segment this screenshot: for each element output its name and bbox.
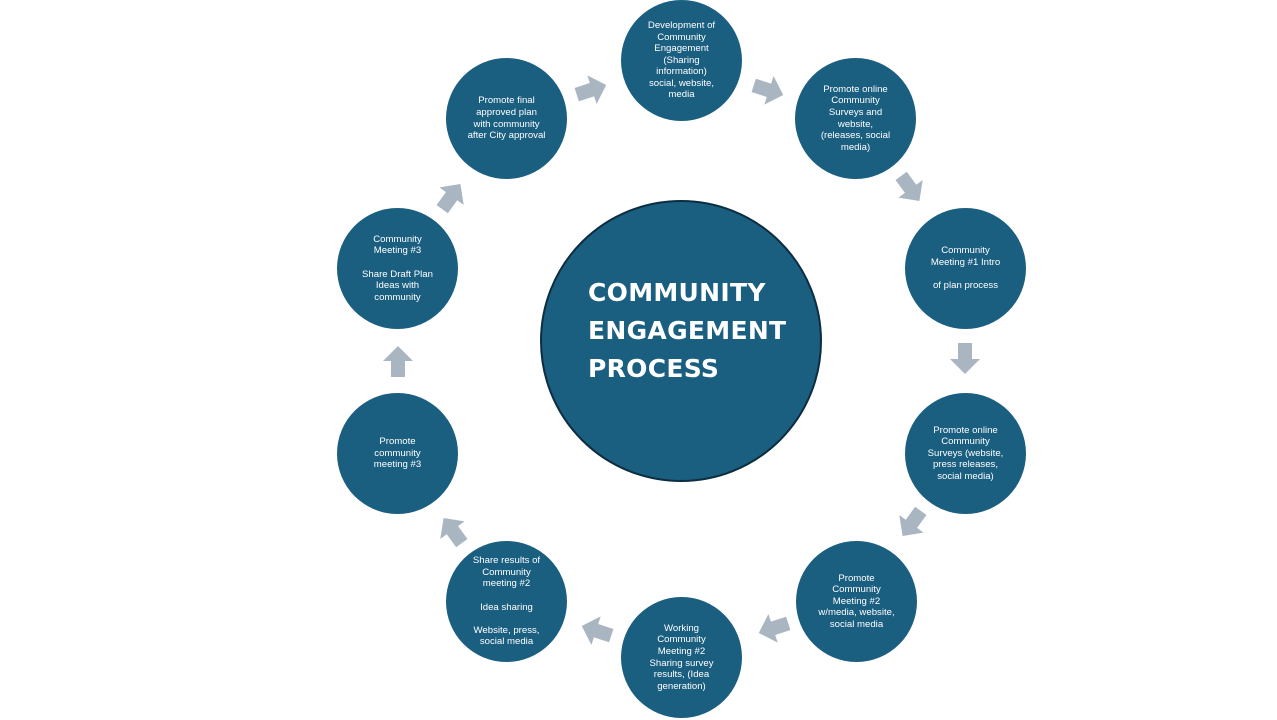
block-arrow-polygon [383, 346, 413, 377]
block-arrow-polygon [758, 614, 791, 643]
step-10-label: Promote final approved plan with communi… [467, 95, 546, 142]
block-arrow-shape [758, 614, 791, 643]
block-arrow-polygon [899, 506, 927, 536]
block-arrow-polygon [574, 75, 607, 104]
block-arrow-shape [574, 75, 607, 104]
block-arrow-shape [899, 506, 927, 536]
step-2-circle: Promote online Community Surveys and web… [795, 58, 916, 179]
arrow-step4-to-step5 [895, 506, 929, 540]
step-6-label: Working Community Meeting #2 Sharing sur… [649, 622, 714, 692]
arrow-step6-to-step7 [580, 614, 614, 648]
block-arrow-shape [950, 343, 980, 374]
arrow-step1-to-step2 [751, 73, 785, 107]
step-5-label: Promote Community Meeting #2 w/media, we… [818, 572, 895, 630]
arrow-step3-to-step4 [948, 341, 982, 375]
step-7-circle: Share results of Community meeting #2 Id… [446, 541, 567, 662]
block-arrow-shape [581, 616, 614, 645]
step-9-label: Community Meeting #3 Share Draft Plan Id… [362, 233, 433, 303]
step-2-label: Promote online Community Surveys and web… [820, 83, 891, 153]
arrow-step2-to-step3 [893, 171, 927, 205]
block-arrow-polygon [581, 616, 614, 645]
arrow-step10-to-step1 [574, 73, 608, 107]
block-arrow-shape [895, 171, 923, 201]
block-arrow-polygon [440, 518, 468, 548]
block-arrow-shape [751, 76, 784, 105]
step-9-circle: Community Meeting #3 Share Draft Plan Id… [337, 208, 458, 329]
step-5-circle: Promote Community Meeting #2 w/media, we… [796, 541, 917, 662]
step-4-circle: Promote online Community Surveys (websit… [905, 393, 1026, 514]
block-arrow-shape [383, 346, 413, 377]
step-8-label: Promote community meeting #3 [373, 436, 422, 471]
step-1-label: Development of Community Engagement (Sha… [647, 19, 716, 101]
step-4-label: Promote online Community Surveys (websit… [927, 424, 1004, 482]
block-arrow-polygon [436, 184, 464, 214]
block-arrow-polygon [895, 171, 923, 201]
block-arrow-shape [436, 184, 464, 214]
arrow-step7-to-step8 [436, 514, 470, 548]
step-3-label: Community Meeting #1 Intro of plan proce… [930, 245, 1001, 292]
hub-title: COMMUNITY ENGAGEMENT PROCESS [588, 278, 787, 383]
arrow-step5-to-step6 [757, 611, 791, 645]
center-hub-circle: COMMUNITY ENGAGEMENT PROCESS [540, 200, 822, 482]
block-arrow-polygon [751, 76, 784, 105]
step-6-circle: Working Community Meeting #2 Sharing sur… [621, 597, 742, 718]
step-10-circle: Promote final approved plan with communi… [446, 58, 567, 179]
step-1-circle: Development of Community Engagement (Sha… [621, 0, 742, 121]
step-3-circle: Community Meeting #1 Intro of plan proce… [905, 208, 1026, 329]
block-arrow-shape [440, 518, 468, 548]
arrow-step9-to-step10 [434, 180, 468, 214]
arrow-step8-to-step9 [381, 345, 415, 379]
block-arrow-polygon [950, 343, 980, 374]
step-8-circle: Promote community meeting #3 [337, 393, 458, 514]
step-7-label: Share results of Community meeting #2 Id… [472, 555, 541, 648]
